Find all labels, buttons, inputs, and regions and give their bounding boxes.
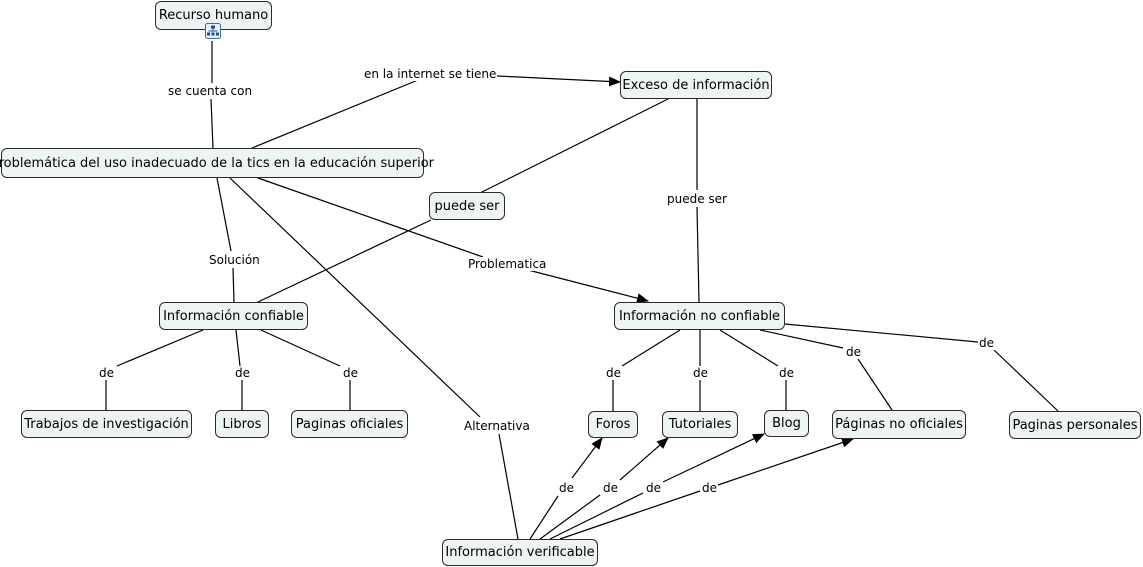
node-problematica[interactable]: Problemática del uso inadecuado de la ti…: [0, 148, 434, 178]
node-blog[interactable]: Blog: [764, 410, 809, 437]
link-de: de: [342, 366, 359, 380]
link-de: de: [778, 366, 795, 380]
link-de: de: [558, 481, 575, 495]
connector-line: [216, 177, 232, 252]
connector-line: [260, 329, 341, 367]
connector-line: [210, 98, 214, 149]
link-de: de: [701, 481, 718, 495]
connector-line: [232, 267, 235, 303]
connector-line: [539, 494, 601, 540]
connector-line: [857, 358, 893, 411]
connector-line: [717, 437, 854, 486]
connector-line: [479, 98, 669, 194]
connector-line: [662, 433, 765, 483]
connector-line: [784, 323, 979, 343]
link-se-cuenta-con: se cuenta con: [167, 84, 254, 98]
link-problematica: Problematica: [467, 257, 548, 271]
link-de: de: [605, 366, 622, 380]
node-informacion-verificable[interactable]: Información verificable: [442, 539, 598, 566]
connector-line: [759, 329, 844, 349]
link-de: de: [98, 366, 115, 380]
connector-line: [527, 269, 649, 304]
link-de: de: [978, 336, 995, 350]
connector-line: [257, 219, 432, 303]
connector-line: [116, 329, 204, 367]
connector-line: [559, 490, 701, 540]
node-exceso-informacion[interactable]: Exceso de información: [620, 71, 772, 99]
connector-line: [696, 206, 700, 303]
connector-line: [619, 437, 669, 481]
node-paginas-oficiales[interactable]: Paginas oficiales: [291, 410, 408, 438]
node-paginas-no-oficiales[interactable]: Páginas no oficiales: [832, 410, 966, 439]
node-trabajos-investigacion[interactable]: Trabajos de investigación: [21, 410, 192, 438]
connector-line: [496, 75, 621, 87]
connector-line: [993, 349, 1059, 412]
link-alternativa: Alternativa: [463, 419, 531, 433]
connector-line: [719, 329, 779, 367]
link-en-la-internet: en la internet se tiene: [363, 67, 498, 81]
connector-line: [571, 437, 603, 479]
link-solucion: Solución: [208, 253, 261, 267]
connector-line: [549, 492, 644, 540]
link-puede-ser: puede ser: [666, 192, 728, 206]
connector-line: [621, 329, 681, 367]
link-de: de: [602, 481, 619, 495]
node-foros[interactable]: Foros: [588, 411, 638, 438]
connector-line: [235, 329, 241, 367]
hierarchy-resource-icon[interactable]: [205, 23, 221, 39]
connector-line: [229, 177, 481, 418]
node-tutoriales[interactable]: Tutoriales: [662, 411, 738, 438]
connector-line: [257, 177, 484, 258]
connector-line: [529, 495, 559, 540]
node-puede-ser[interactable]: puede ser: [429, 192, 505, 220]
link-de: de: [845, 345, 862, 359]
node-libros[interactable]: Libros: [215, 410, 269, 438]
node-informacion-confiable[interactable]: Información confiable: [159, 302, 308, 330]
node-paginas-personales[interactable]: Paginas personales: [1009, 411, 1141, 439]
node-informacion-no-confiable[interactable]: Información no confiable: [614, 302, 785, 330]
link-de: de: [234, 366, 251, 380]
connector-line: [498, 433, 519, 540]
link-de: de: [645, 481, 662, 495]
link-de: de: [692, 366, 709, 380]
connector-line: [251, 79, 419, 149]
